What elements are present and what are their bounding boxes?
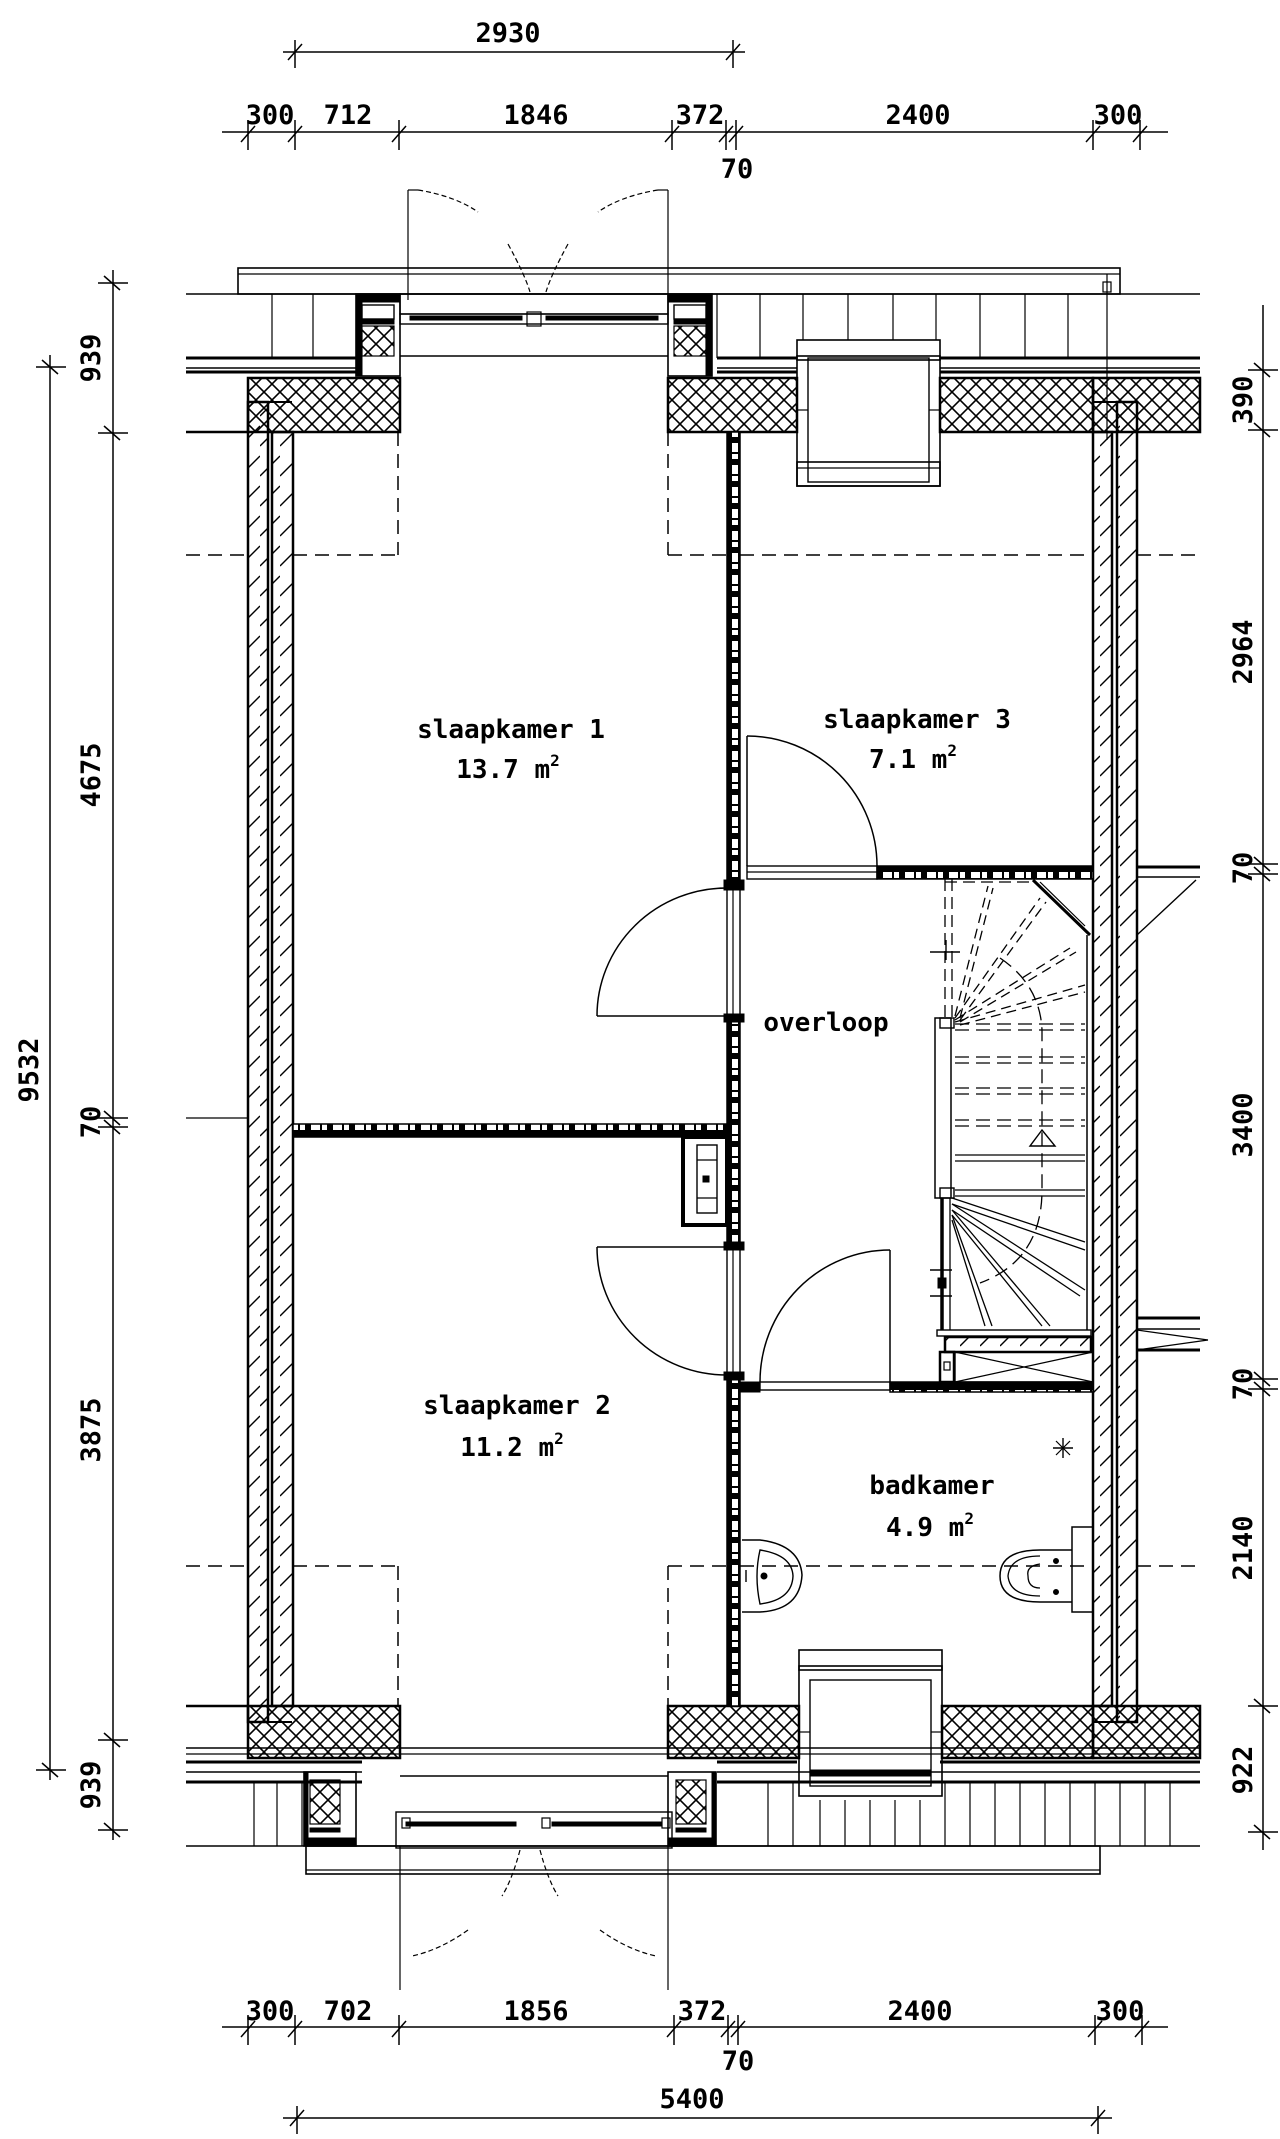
dim-top-5: 300 xyxy=(1094,100,1143,131)
dim-bottom-2: 1856 xyxy=(503,1996,568,2027)
room-labels: slaapkamer 1 13.7 m2 slaapkamer 3 7.1 m2… xyxy=(417,705,1011,1543)
dim-bottom-5: 300 xyxy=(1096,1996,1145,2027)
dim-bottom-3: 372 xyxy=(678,1996,727,2027)
dim-bottom-overall: 5400 xyxy=(659,2084,724,2115)
room-name-slaapkamer-3: slaapkamer 3 xyxy=(823,705,1011,735)
dim-bottom-small: 70 xyxy=(722,2046,755,2077)
top-facade xyxy=(186,189,1200,487)
room-area-slaapkamer-3: 7.1 m2 xyxy=(869,741,957,775)
shaft xyxy=(681,1135,729,1227)
roof-projection-lines xyxy=(186,432,1200,1706)
dim-left-overall: 9532 xyxy=(14,1037,45,1102)
dimension-labels: 2930 300 712 1846 372 2400 300 70 300 70… xyxy=(14,18,1259,2115)
left-wall xyxy=(246,400,295,1724)
top-insulation xyxy=(186,376,1202,434)
dim-left-1: 4675 xyxy=(76,742,107,807)
dim-bottom-0: 300 xyxy=(246,1996,295,2027)
doors xyxy=(596,735,891,1391)
room-area-badkamer: 4.9 m2 xyxy=(886,1509,974,1543)
dim-bottom-1: 702 xyxy=(324,1996,373,2027)
dim-right-2: 70 xyxy=(1228,852,1259,885)
dim-left-3: 3875 xyxy=(76,1397,107,1462)
staircase xyxy=(930,878,1094,1384)
dimension-lines xyxy=(36,40,1278,2134)
dim-top-1: 712 xyxy=(324,100,373,131)
dim-top-overall: 2930 xyxy=(475,18,540,49)
dim-right-3: 3400 xyxy=(1228,1092,1259,1157)
dim-right-1: 2964 xyxy=(1228,619,1259,684)
dim-left-2: 70 xyxy=(76,1106,107,1139)
room-name-overloop: overloop xyxy=(763,1008,888,1038)
room-name-badkamer: badkamer xyxy=(869,1471,994,1501)
room-area-slaapkamer-1: 13.7 m2 xyxy=(456,751,560,785)
dim-right-4: 70 xyxy=(1228,1368,1259,1401)
dim-top-small: 70 xyxy=(721,154,754,185)
dim-right-6: 922 xyxy=(1228,1746,1259,1795)
bottom-facade xyxy=(186,1649,1200,1990)
dim-left-0: 939 xyxy=(76,334,107,383)
right-wall xyxy=(1091,400,1139,1724)
room-name-slaapkamer-2: slaapkamer 2 xyxy=(423,1391,611,1421)
roof-edge-details xyxy=(186,865,1209,1352)
room-name-slaapkamer-1: slaapkamer 1 xyxy=(417,715,605,745)
dim-right-5: 2140 xyxy=(1228,1515,1259,1580)
dim-top-3: 372 xyxy=(676,100,725,131)
dim-left-4: 939 xyxy=(76,1761,107,1810)
dim-bottom-4: 2400 xyxy=(887,1996,952,2027)
dim-top-4: 2400 xyxy=(885,100,950,131)
room-area-slaapkamer-2: 11.2 m2 xyxy=(460,1429,564,1463)
bottom-insulation xyxy=(186,1704,1202,1760)
dim-top-2: 1846 xyxy=(503,100,568,131)
dim-top-0: 300 xyxy=(246,100,295,131)
dim-right-0: 390 xyxy=(1228,376,1259,425)
bathroom-fixtures xyxy=(742,1438,1094,1613)
